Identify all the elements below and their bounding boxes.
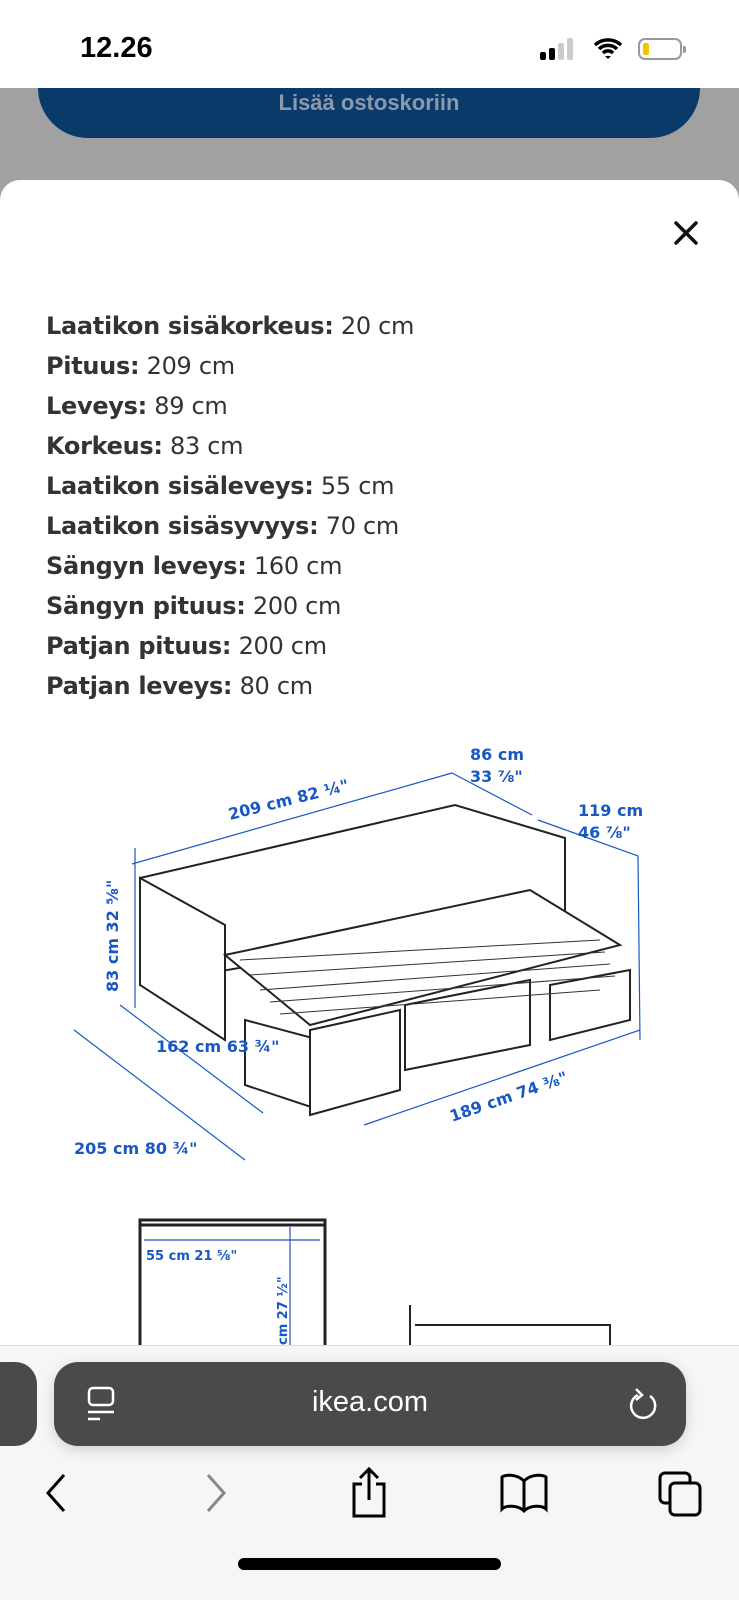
spec-row: Leveys: 89 cm	[46, 386, 414, 426]
spec-label: Patjan leveys:	[46, 672, 233, 700]
drawer-depth-label: cm 27 ½"	[276, 1276, 291, 1345]
url-text[interactable]: ikea.com	[311, 1386, 429, 1418]
spec-label: Sängyn leveys:	[46, 552, 247, 580]
forward-icon[interactable]	[200, 1471, 230, 1515]
spec-value: 160 cm	[253, 552, 343, 580]
spec-row: Sängyn pituus: 200 cm	[46, 586, 414, 626]
status-bar: 12.26	[0, 0, 739, 88]
browser-toolbar: ikea.com	[0, 1345, 739, 1600]
spec-value: 200 cm	[238, 632, 328, 660]
spec-label: Sängyn pituus:	[46, 592, 246, 620]
previous-tab[interactable]	[0, 1362, 37, 1446]
spec-label: Laatikon sisäkorkeus:	[46, 312, 334, 340]
spec-row: Laatikon sisäleveys: 55 cm	[46, 466, 414, 506]
cellular-signal-icon	[540, 38, 573, 60]
spec-row: Laatikon sisäkorkeus: 20 cm	[46, 306, 414, 346]
dim-depth-cm: 86 cm	[470, 745, 524, 764]
spec-value: 209 cm	[146, 352, 236, 380]
drawer-width-label: 55 cm 21 ⅝"	[146, 1249, 237, 1264]
tabs-icon[interactable]	[658, 1471, 704, 1517]
drawer-dimension-diagram: 55 cm 21 ⅝" cm 27 ½"	[138, 1218, 611, 1345]
spec-value: 200 cm	[252, 592, 342, 620]
spec-value: 55 cm	[320, 472, 395, 500]
back-icon[interactable]	[42, 1471, 72, 1515]
dim-height: 83 cm 32 ⅝"	[103, 880, 122, 992]
spec-label: Patjan pituus:	[46, 632, 232, 660]
clock: 12.26	[80, 32, 153, 64]
spec-row: Pituus: 209 cm	[46, 346, 414, 386]
home-indicator[interactable]	[238, 1558, 501, 1570]
add-to-cart-button: Lisää ostoskoriin	[38, 88, 700, 138]
spec-value: 70 cm	[325, 512, 400, 540]
dim-extended-in: 46 ⅞"	[578, 823, 631, 842]
dim-front: 189 cm 74 ⅜"	[447, 1068, 570, 1126]
spec-label: Korkeus:	[46, 432, 163, 460]
spec-row: Patjan pituus: 200 cm	[46, 626, 414, 666]
dim-extended-cm: 119 cm	[578, 801, 643, 820]
spec-value: 20 cm	[340, 312, 415, 340]
close-icon[interactable]	[668, 215, 704, 251]
spec-value: 80 cm	[239, 672, 314, 700]
reload-icon[interactable]	[628, 1386, 660, 1422]
spec-label: Laatikon sisäsyvyys:	[46, 512, 319, 540]
add-to-cart-label: Lisää ostoskoriin	[278, 90, 460, 115]
spec-value: 83 cm	[170, 432, 244, 460]
spec-row: Patjan leveys: 80 cm	[46, 666, 414, 706]
spec-label: Pituus:	[46, 352, 140, 380]
spec-row: Korkeus: 83 cm	[46, 426, 414, 466]
wifi-icon	[593, 38, 623, 59]
spec-label: Leveys:	[46, 392, 147, 420]
battery-icon	[638, 38, 686, 60]
daybed-dimension-diagram: 209 cm 82 ¼" 86 cm 33 ⅞" 119 cm 46 ⅞" 83…	[73, 745, 643, 1161]
spec-label: Laatikon sisäleveys:	[46, 472, 314, 500]
address-bar[interactable]: ikea.com	[54, 1362, 686, 1446]
spec-row: Laatikon sisäsyvyys: 70 cm	[46, 506, 414, 546]
share-icon[interactable]	[350, 1466, 388, 1518]
dim-side-1: 162 cm 63 ¾"	[156, 1037, 279, 1056]
dim-length: 209 cm 82 ¼"	[226, 776, 350, 824]
page-menu-icon[interactable]	[86, 1386, 116, 1422]
dim-depth-in: 33 ⅞"	[470, 767, 523, 786]
spec-row: Sängyn leveys: 160 cm	[46, 546, 414, 586]
spec-value: 89 cm	[154, 392, 228, 420]
dim-side-2: 205 cm 80 ¾"	[74, 1139, 197, 1158]
bookmarks-icon[interactable]	[500, 1471, 548, 1515]
